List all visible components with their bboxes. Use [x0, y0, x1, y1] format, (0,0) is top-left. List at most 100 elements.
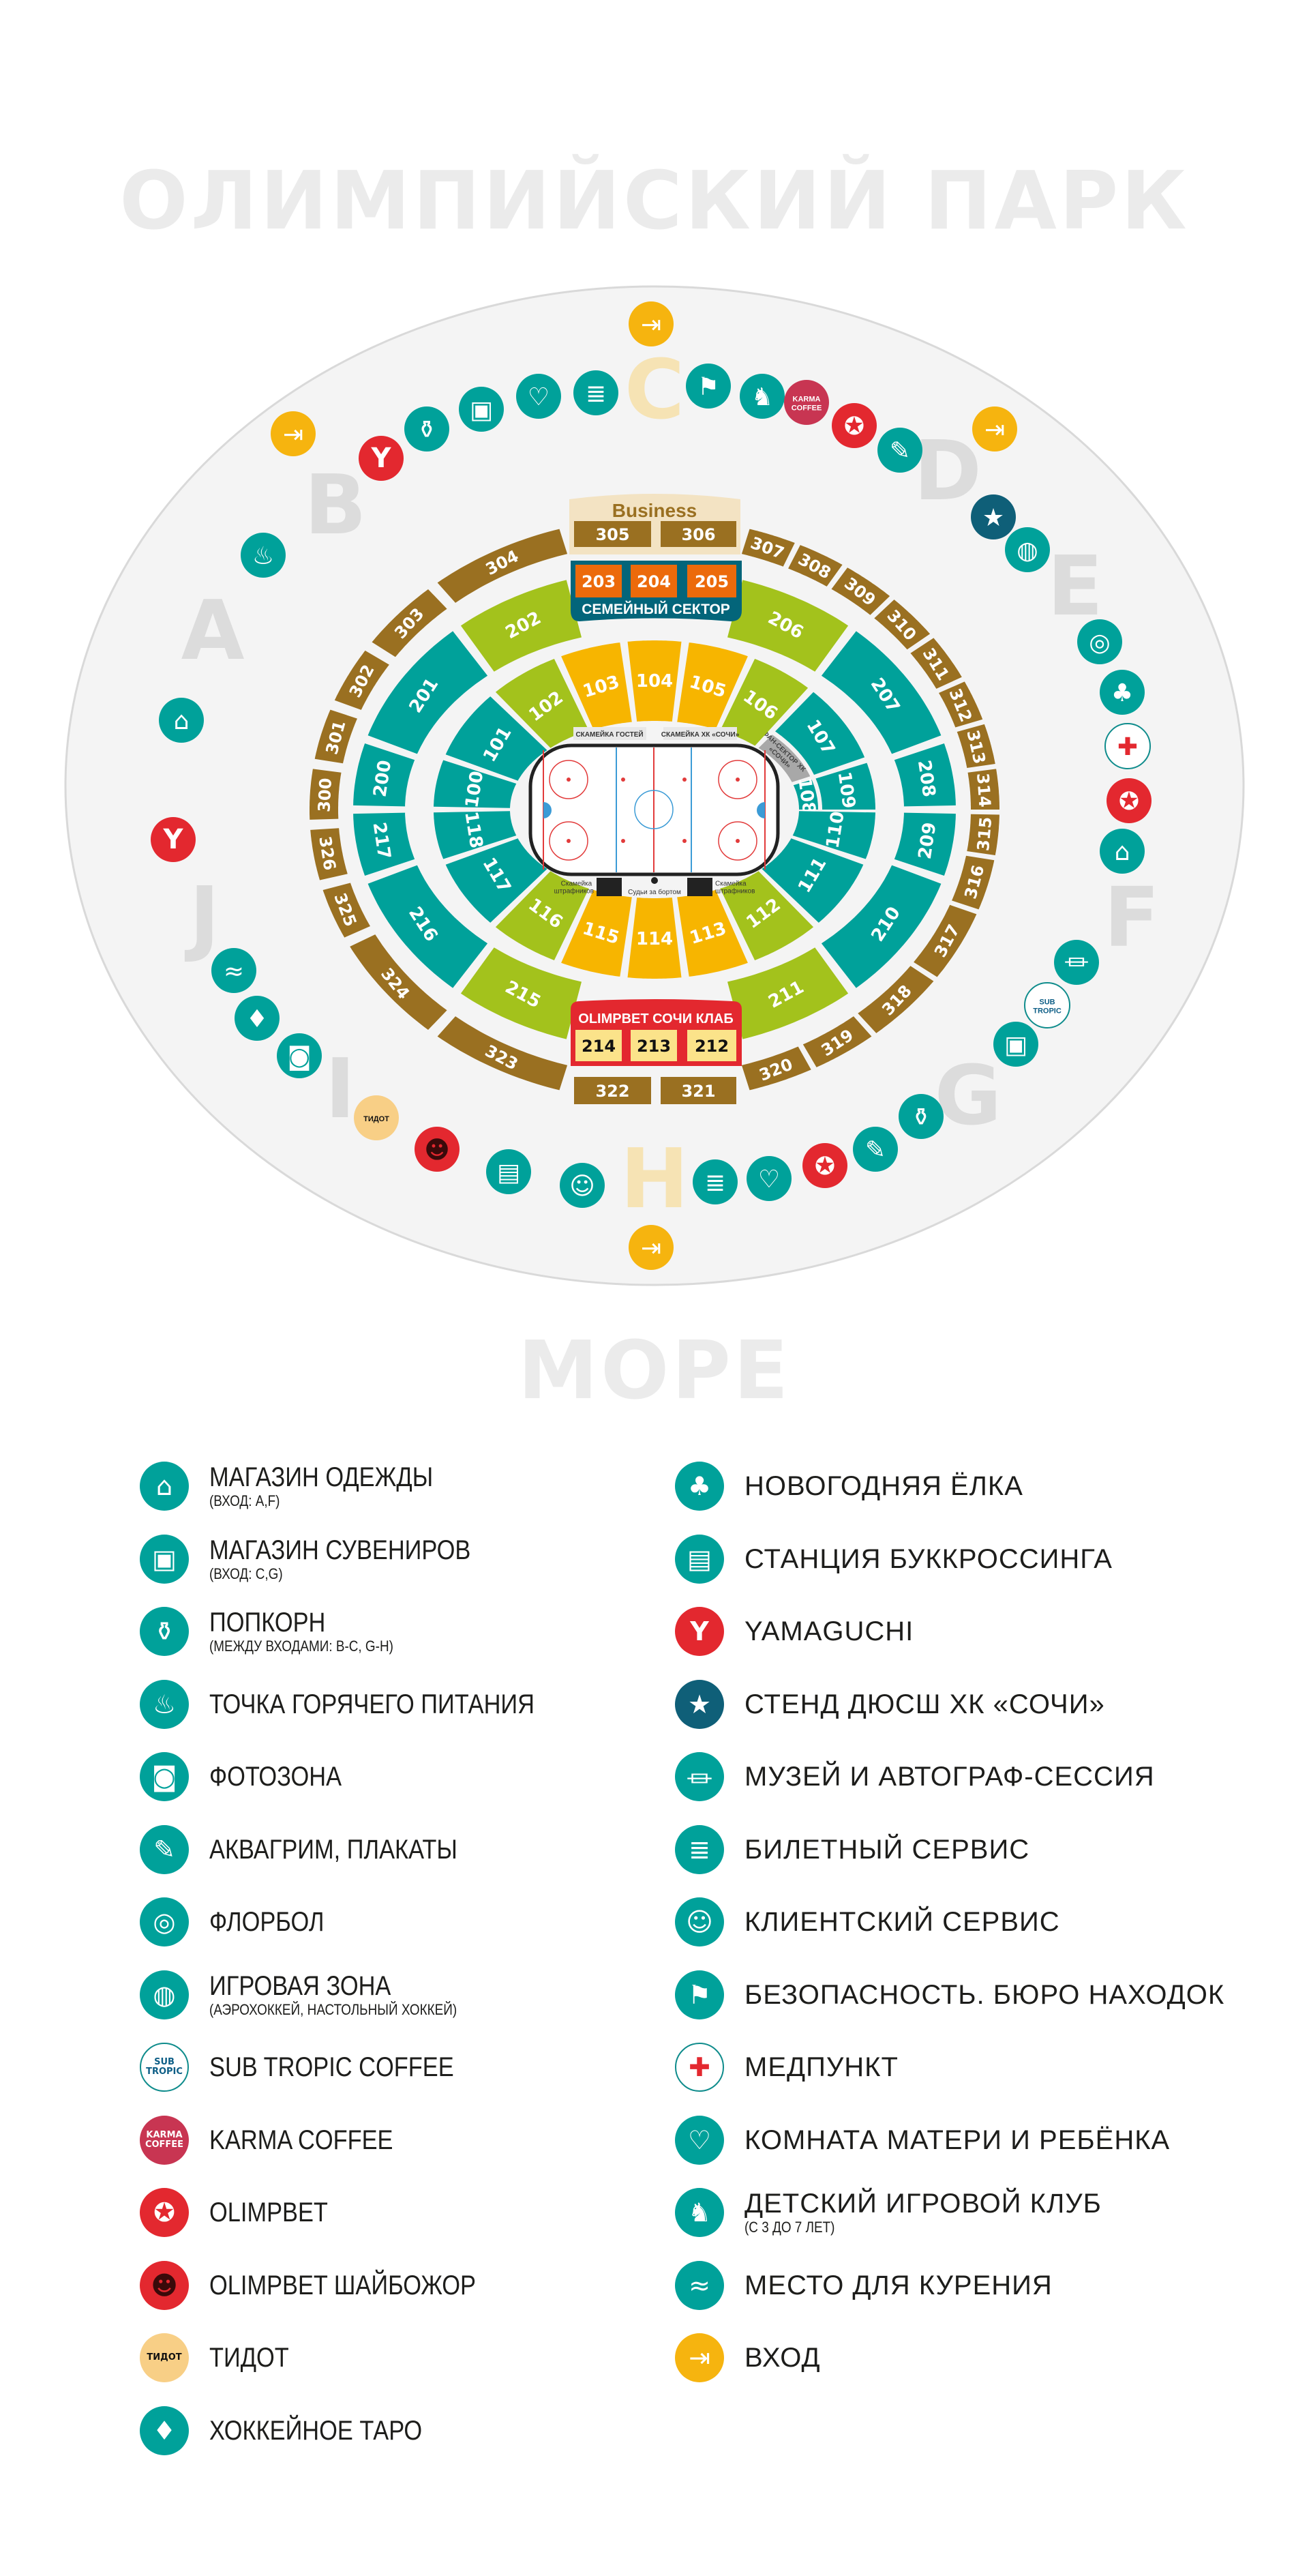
section-305[interactable] [574, 521, 651, 547]
section-320[interactable] [741, 1046, 811, 1091]
section-300[interactable] [310, 769, 342, 820]
yamaguchi-icon[interactable]: Y [151, 817, 196, 862]
clothing-icon[interactable]: ⌂ [1100, 829, 1145, 874]
section-112[interactable] [720, 871, 814, 960]
section-317[interactable] [914, 904, 977, 977]
face-paint-icon[interactable]: ✎ [853, 1127, 898, 1172]
section-302[interactable] [334, 650, 389, 710]
section-106[interactable] [720, 659, 809, 746]
section-116[interactable] [495, 871, 589, 960]
section-101[interactable] [445, 696, 547, 781]
smoking-icon[interactable]: ≈ [211, 948, 256, 993]
section-308[interactable] [788, 545, 843, 587]
client-icon[interactable]: ☺ [560, 1163, 605, 1208]
section-214[interactable] [575, 1030, 622, 1061]
section-104[interactable] [627, 640, 682, 722]
museum-icon[interactable]: ⏛ [1054, 940, 1099, 985]
section-110[interactable] [792, 811, 875, 859]
kids-club-icon[interactable]: ♞ [740, 374, 785, 419]
section-213[interactable] [631, 1030, 677, 1061]
ticket-icon[interactable]: ≣ [693, 1159, 738, 1204]
section-115[interactable] [561, 889, 632, 977]
section-117[interactable] [445, 838, 547, 923]
section-215[interactable] [460, 947, 582, 1039]
hot-food-icon[interactable]: ♨ [241, 533, 286, 578]
section-306[interactable] [661, 521, 736, 547]
section-105[interactable] [677, 642, 748, 730]
section-325[interactable] [322, 883, 370, 938]
section-316[interactable] [952, 855, 995, 910]
medic-icon[interactable]: ✚ [1104, 723, 1151, 769]
mother-child-icon[interactable]: ♡ [516, 374, 561, 419]
section-205[interactable] [687, 565, 736, 597]
section-304[interactable] [437, 529, 568, 603]
section-313[interactable] [957, 724, 995, 768]
section-207[interactable] [821, 631, 942, 754]
popcorn-icon[interactable]: ⚱ [899, 1094, 944, 1139]
ticket-icon[interactable]: ≣ [573, 370, 618, 415]
book-icon[interactable]: ▤ [486, 1149, 531, 1194]
section-102[interactable] [495, 659, 589, 748]
section-307[interactable] [741, 529, 795, 567]
section-318[interactable] [858, 966, 934, 1033]
olimpbet-icon[interactable]: ✪ [832, 403, 877, 448]
section-310[interactable] [874, 599, 931, 650]
souvenir-icon[interactable]: ▣ [993, 1022, 1038, 1067]
section-206[interactable] [727, 580, 849, 672]
section-118[interactable] [434, 811, 517, 859]
taro-icon[interactable]: ♦ [235, 996, 280, 1041]
section-203[interactable] [575, 565, 622, 597]
section-314[interactable] [967, 769, 1000, 810]
clothing-icon[interactable]: ⌂ [159, 698, 204, 743]
section-111[interactable] [762, 838, 864, 923]
floorball-icon[interactable]: ◎ [1077, 619, 1122, 664]
entrance-icon[interactable]: ⇥ [972, 406, 1017, 451]
mother-child-icon[interactable]: ♡ [747, 1156, 792, 1201]
section-208[interactable] [894, 743, 956, 807]
section-324[interactable] [350, 934, 447, 1030]
section-202[interactable] [460, 580, 582, 672]
tidot-icon[interactable]: ТИДОТ [354, 1095, 399, 1140]
section-109[interactable] [815, 763, 876, 810]
section-326[interactable] [310, 828, 348, 880]
section-201[interactable] [367, 631, 488, 754]
olimpbet-icon[interactable]: ✪ [802, 1143, 847, 1188]
entrance-icon[interactable]: ⇥ [629, 1225, 674, 1270]
section-217[interactable] [353, 812, 415, 876]
section-107[interactable] [775, 692, 865, 775]
section-303[interactable] [372, 589, 447, 657]
section-100[interactable] [434, 760, 517, 808]
fan-sector[interactable] [758, 735, 811, 782]
section-321[interactable] [661, 1077, 736, 1104]
section-114[interactable] [627, 898, 682, 979]
section-309[interactable] [831, 567, 890, 615]
popcorn-icon[interactable]: ⚱ [404, 406, 449, 451]
section-319[interactable] [802, 1016, 872, 1067]
section-103[interactable] [561, 642, 632, 730]
section-323[interactable] [437, 1016, 568, 1091]
section-210[interactable] [821, 865, 942, 988]
face-paint-icon[interactable]: ✎ [877, 428, 922, 473]
section-315[interactable] [967, 814, 999, 855]
entrance-icon[interactable]: ⇥ [629, 301, 674, 346]
tree-icon[interactable]: ♣ [1100, 670, 1145, 715]
section-212[interactable] [687, 1030, 736, 1061]
section-209[interactable] [894, 812, 956, 876]
section-312[interactable] [939, 681, 983, 728]
section-108[interactable] [793, 780, 818, 810]
olimpbet-icon[interactable]: ✪ [1107, 778, 1152, 823]
section-113[interactable] [677, 889, 748, 977]
section-200[interactable] [353, 743, 415, 807]
section-204[interactable] [631, 565, 677, 597]
shaybozhor-icon[interactable]: ☻ [415, 1127, 460, 1172]
game-zone-icon[interactable]: ◍ [1005, 527, 1050, 572]
section-322[interactable] [574, 1077, 651, 1104]
entrance-icon[interactable]: ⇥ [271, 411, 316, 456]
section-311[interactable] [910, 638, 962, 689]
section-301[interactable] [314, 709, 357, 764]
security-icon[interactable]: ⚑ [686, 364, 731, 409]
section-211[interactable] [727, 947, 849, 1039]
souvenir-icon[interactable]: ▣ [459, 387, 504, 432]
